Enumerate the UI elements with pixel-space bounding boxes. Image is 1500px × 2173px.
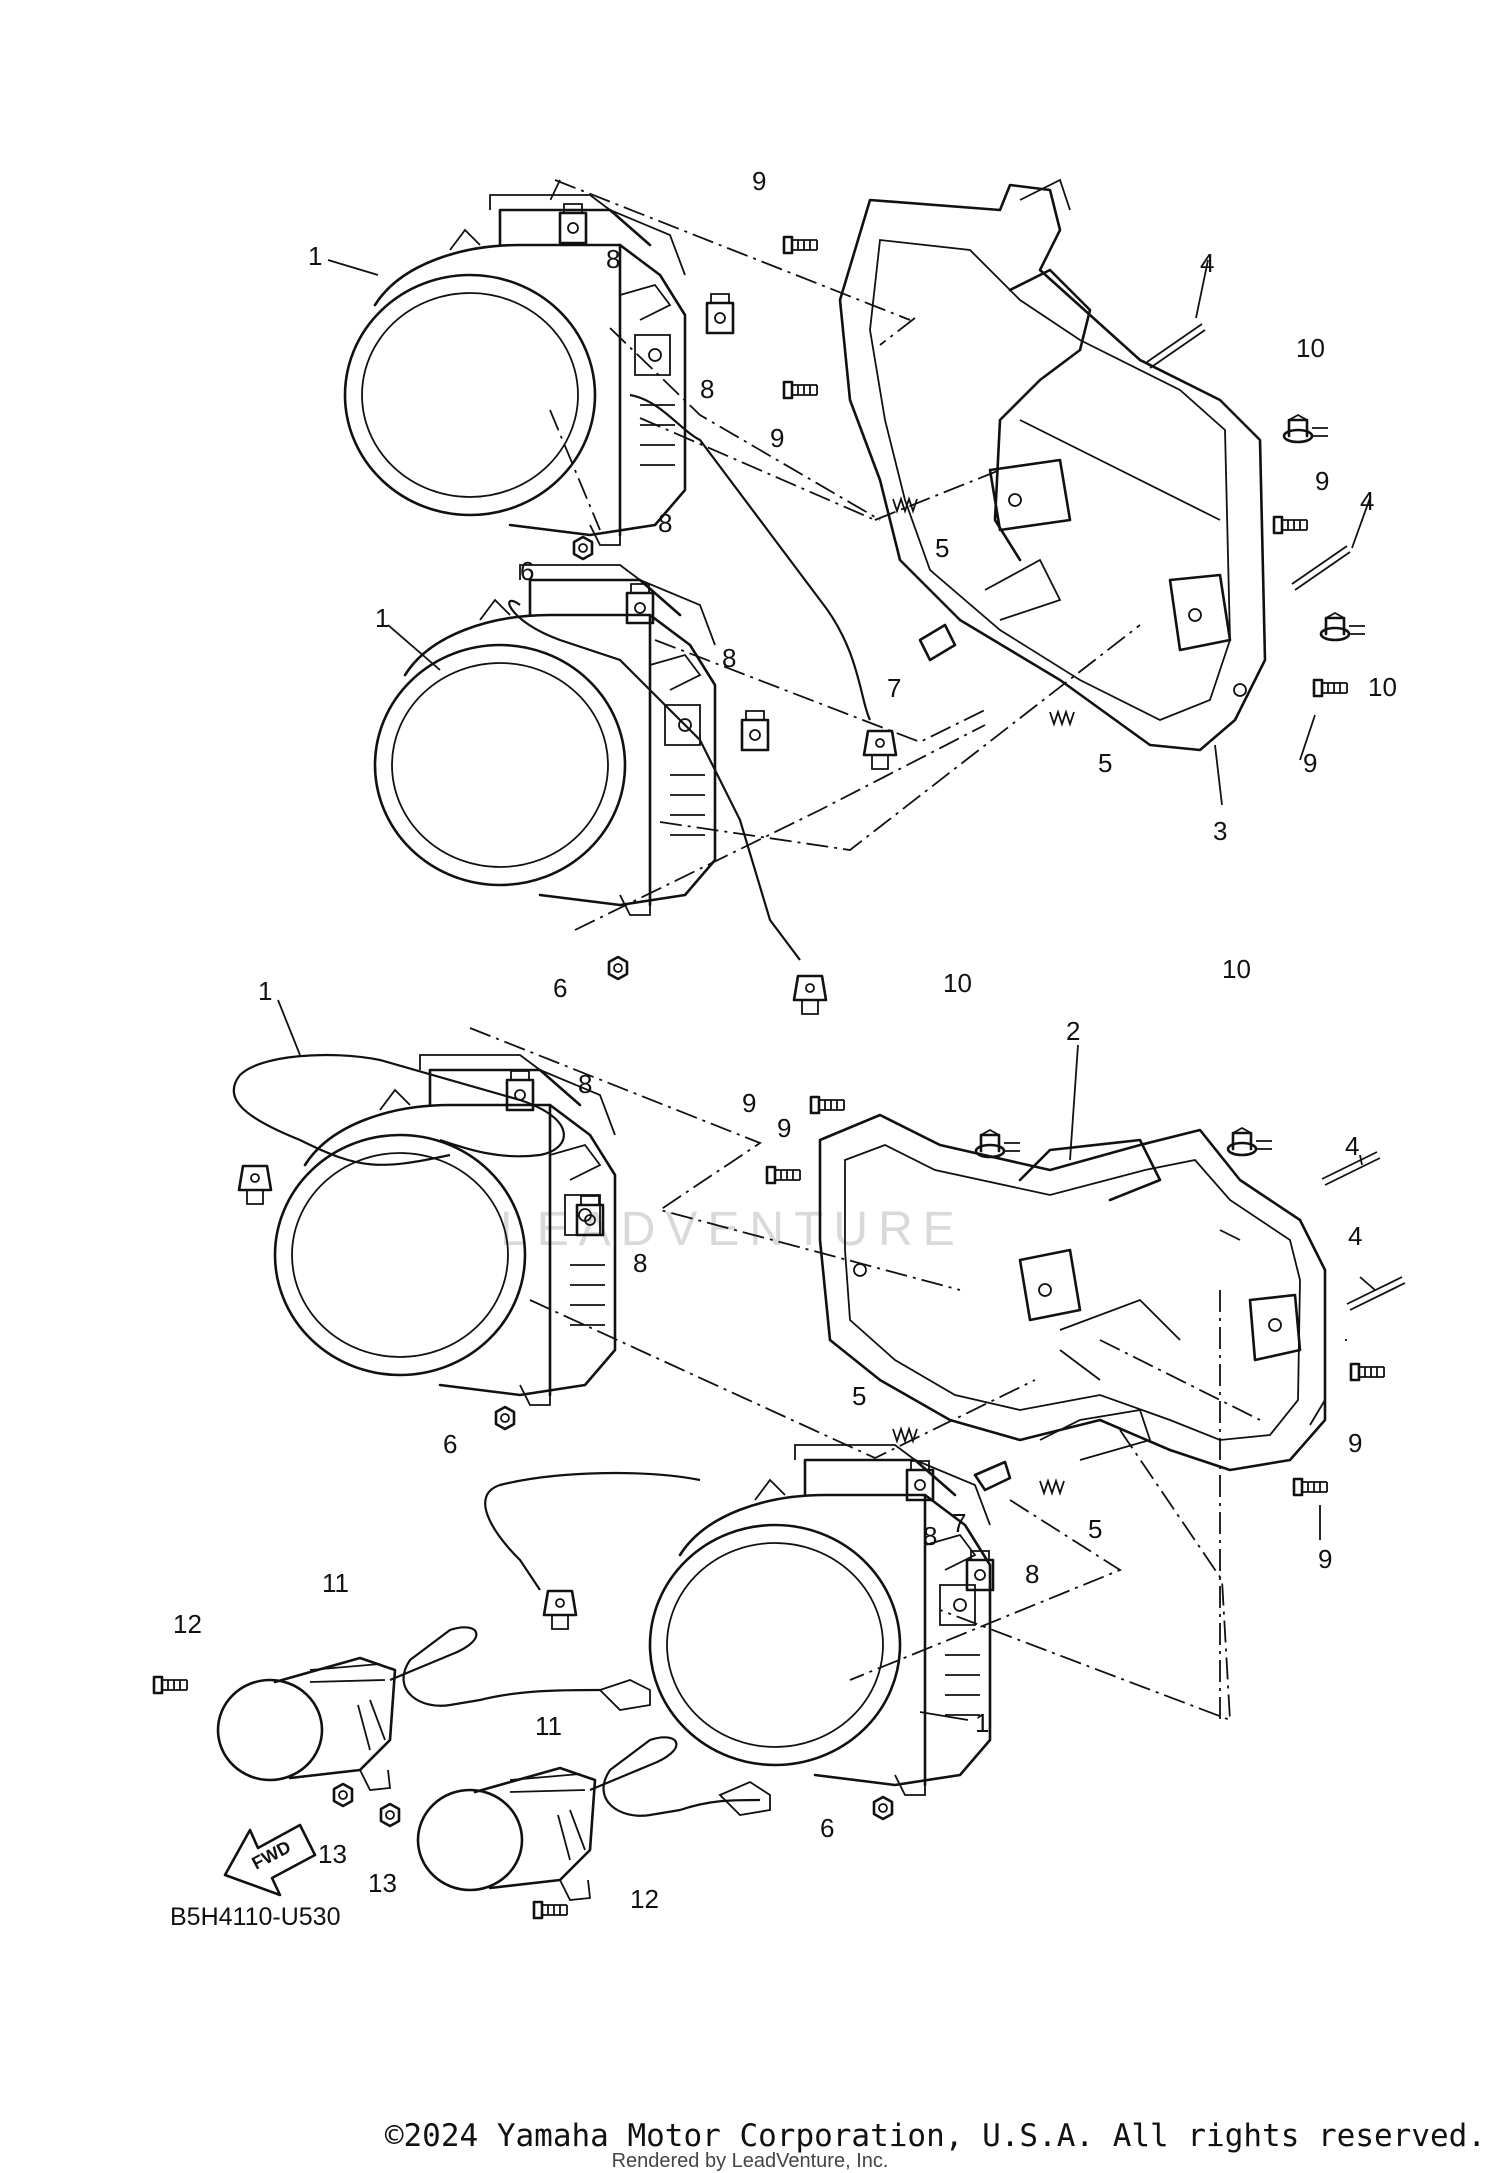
callout-9: 9 <box>1348 1428 1362 1458</box>
callout-4: 4 <box>1348 1221 1362 1251</box>
callout-9: 9 <box>1303 748 1317 778</box>
rendered-by-credit: Rendered by LeadVenture, Inc. <box>611 2150 889 2172</box>
connector-3 <box>237 1164 273 1206</box>
headlight-upper-left <box>343 193 687 547</box>
callout-8: 8 <box>923 1521 937 1551</box>
callout-12: 12 <box>630 1884 659 1914</box>
callout-13: 13 <box>318 1839 347 1869</box>
callout-10: 10 <box>943 968 972 998</box>
callout-6: 6 <box>820 1813 834 1843</box>
callout-4: 4 <box>1200 248 1214 278</box>
callout-9: 9 <box>1315 466 1329 496</box>
connector-1 <box>862 729 898 771</box>
wiring-harnesses <box>232 393 898 1631</box>
callout-1: 1 <box>975 1708 989 1738</box>
headlight-housing-lower <box>818 1113 1327 1472</box>
diagram-code: B5H4110-U530 <box>170 1903 340 1931</box>
callout-9: 9 <box>1318 1544 1332 1574</box>
callout-8: 8 <box>1025 1559 1039 1589</box>
callout-8: 8 <box>606 244 620 274</box>
fog-lamp-wires <box>389 1626 771 1817</box>
callout-6: 6 <box>553 973 567 1003</box>
callout-9: 9 <box>770 423 784 453</box>
callout-6: 6 <box>443 1429 457 1459</box>
callout-4: 4 <box>1345 1131 1359 1161</box>
callout-1: 1 <box>258 976 272 1006</box>
fog-lamp-1 <box>216 1656 397 1792</box>
callout-1: 1 <box>375 603 389 633</box>
watermark-text: LEADVENTURE <box>500 1203 965 1256</box>
headlight-housing-upper <box>838 178 1267 752</box>
callout-8: 8 <box>700 374 714 404</box>
connector-2 <box>792 974 828 1016</box>
headlight-lower-right <box>648 1443 992 1797</box>
callout-5: 5 <box>935 533 949 563</box>
callout-9: 9 <box>777 1113 791 1143</box>
callout-11: 11 <box>535 1711 562 1741</box>
callout-10: 10 <box>1368 672 1397 702</box>
copyright-notice: ©2024 Yamaha Motor Corporation, U.S.A. A… <box>384 2118 1486 2154</box>
callout-1: 1 <box>308 241 322 271</box>
callout-7: 7 <box>952 1508 966 1538</box>
callout-3: 3 <box>1213 816 1227 846</box>
callout-11: 11 <box>322 1568 349 1598</box>
callout-8: 8 <box>722 643 736 673</box>
fasteners <box>152 202 1406 1920</box>
callout-10: 10 <box>1296 333 1325 363</box>
callout-leaders <box>277 259 1376 1721</box>
callout-9: 9 <box>742 1088 756 1118</box>
assembly-guide-lines <box>469 179 1261 1722</box>
callout-12: 12 <box>173 1609 202 1639</box>
callout-8: 8 <box>633 1248 647 1278</box>
connector-4 <box>542 1589 578 1631</box>
callout-5: 5 <box>1088 1514 1102 1544</box>
callout-labels: 1 1 1 1 2 3 4 4 4 4 5 5 5 5 6 6 6 6 7 7 … <box>173 166 1397 1914</box>
callout-10: 10 <box>1222 954 1251 984</box>
fwd-arrow-icon: FWD <box>223 1823 317 1897</box>
callout-5: 5 <box>1098 748 1112 778</box>
callout-7: 7 <box>887 673 901 703</box>
callout-13: 13 <box>368 1868 397 1898</box>
headlight-upper-right <box>373 563 717 917</box>
callout-6: 6 <box>520 556 534 586</box>
callout-5: 5 <box>852 1381 866 1411</box>
callout-8: 8 <box>658 508 672 538</box>
callout-2: 2 <box>1066 1016 1080 1046</box>
callout-8: 8 <box>578 1069 592 1099</box>
callout-9: 9 <box>752 166 766 196</box>
fog-lamp-2 <box>416 1766 597 1902</box>
callout-4: 4 <box>1360 486 1374 516</box>
